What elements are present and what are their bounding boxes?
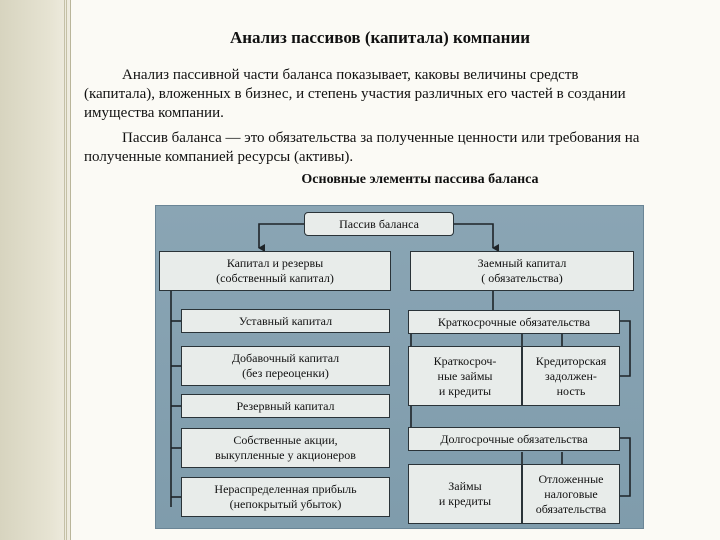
balance-liabilities-diagram: Пассив баланса Капитал и резервы (собств… — [155, 205, 644, 529]
left-decorative-band — [0, 0, 70, 540]
equity-item: Нераспределенная прибыль (непокрытый убы… — [181, 477, 390, 517]
short-term-box: Краткосрочные обязательства — [408, 310, 620, 334]
slide-title: Анализ пассивов (капитала) компании — [229, 28, 531, 47]
paragraph-2: Пассив баланса — это обязательства за по… — [84, 130, 640, 165]
equity-item: Резервный капитал — [181, 394, 390, 418]
paragraph-1: Анализ пассивной части баланса показывае… — [84, 67, 626, 121]
diagram-subtitle: Основные элементы пассива баланса — [301, 172, 539, 187]
equity-box: Капитал и резервы (собственный капитал) — [159, 251, 391, 291]
short-term-item: Кредиторская задолжен- ность — [522, 346, 620, 406]
long-bracket — [620, 437, 631, 497]
page-edge — [70, 0, 71, 540]
short-bracket — [620, 320, 631, 377]
equity-item: Уставный капитал — [181, 309, 390, 333]
arrow-to-equity — [258, 223, 304, 252]
long-term-box: Долгосрочные обязательства — [408, 427, 620, 451]
band-line — [66, 0, 67, 540]
equity-item: Добавочный капитал (без переоценки) — [181, 346, 390, 386]
arrow-to-debt — [454, 223, 499, 252]
long-term-item: Отложенные налоговые обязательства — [522, 464, 620, 524]
equity-item: Собственные акции, выкупленные у акционе… — [181, 428, 390, 468]
long-term-item: Займы и кредиты — [408, 464, 522, 524]
debt-box: Заемный капитал ( обязательства) — [410, 251, 634, 291]
band-line — [64, 0, 65, 540]
root-box: Пассив баланса — [304, 212, 454, 236]
short-term-item: Краткосроч- ные займы и кредиты — [408, 346, 522, 406]
